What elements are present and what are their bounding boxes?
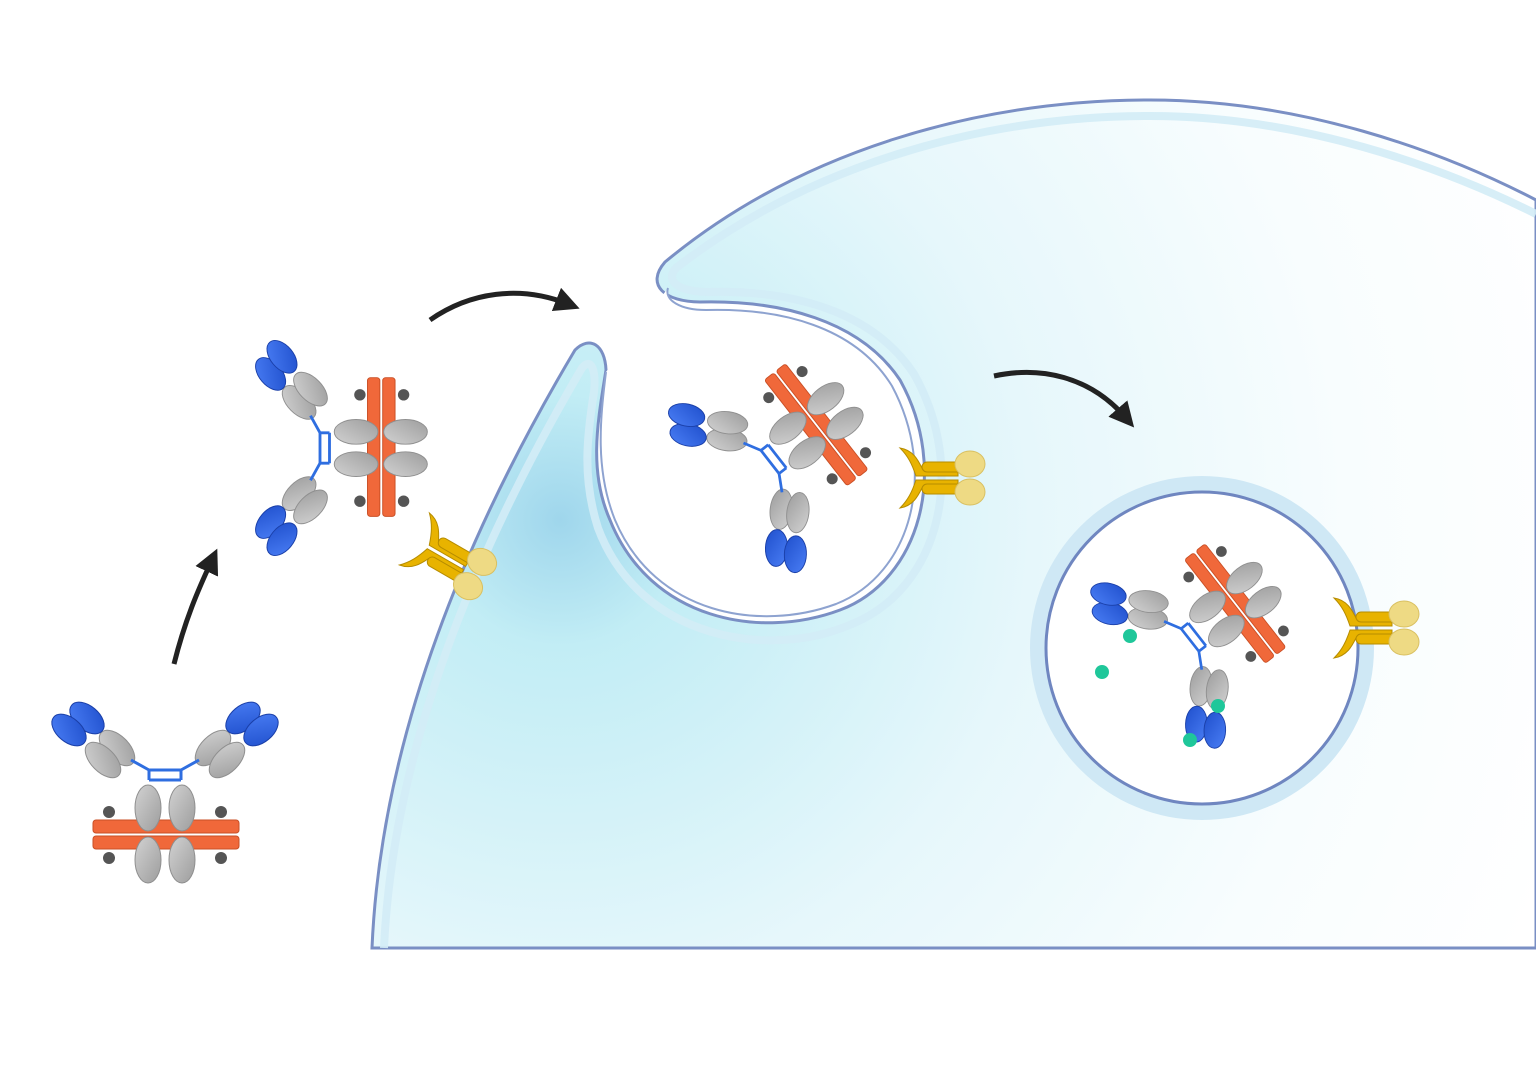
released-payload-dots: [1095, 629, 1225, 747]
process-arrow-icon: [428, 287, 580, 323]
antibody-drug-conjugate-icon: [44, 694, 286, 885]
process-arrow-icon: [171, 548, 219, 665]
cell-body: [370, 98, 1536, 950]
endocytic-pocket: [599, 287, 916, 618]
process-arrow-icon: [993, 369, 1135, 428]
antibody-drug-conjugate-icon: [248, 333, 429, 563]
